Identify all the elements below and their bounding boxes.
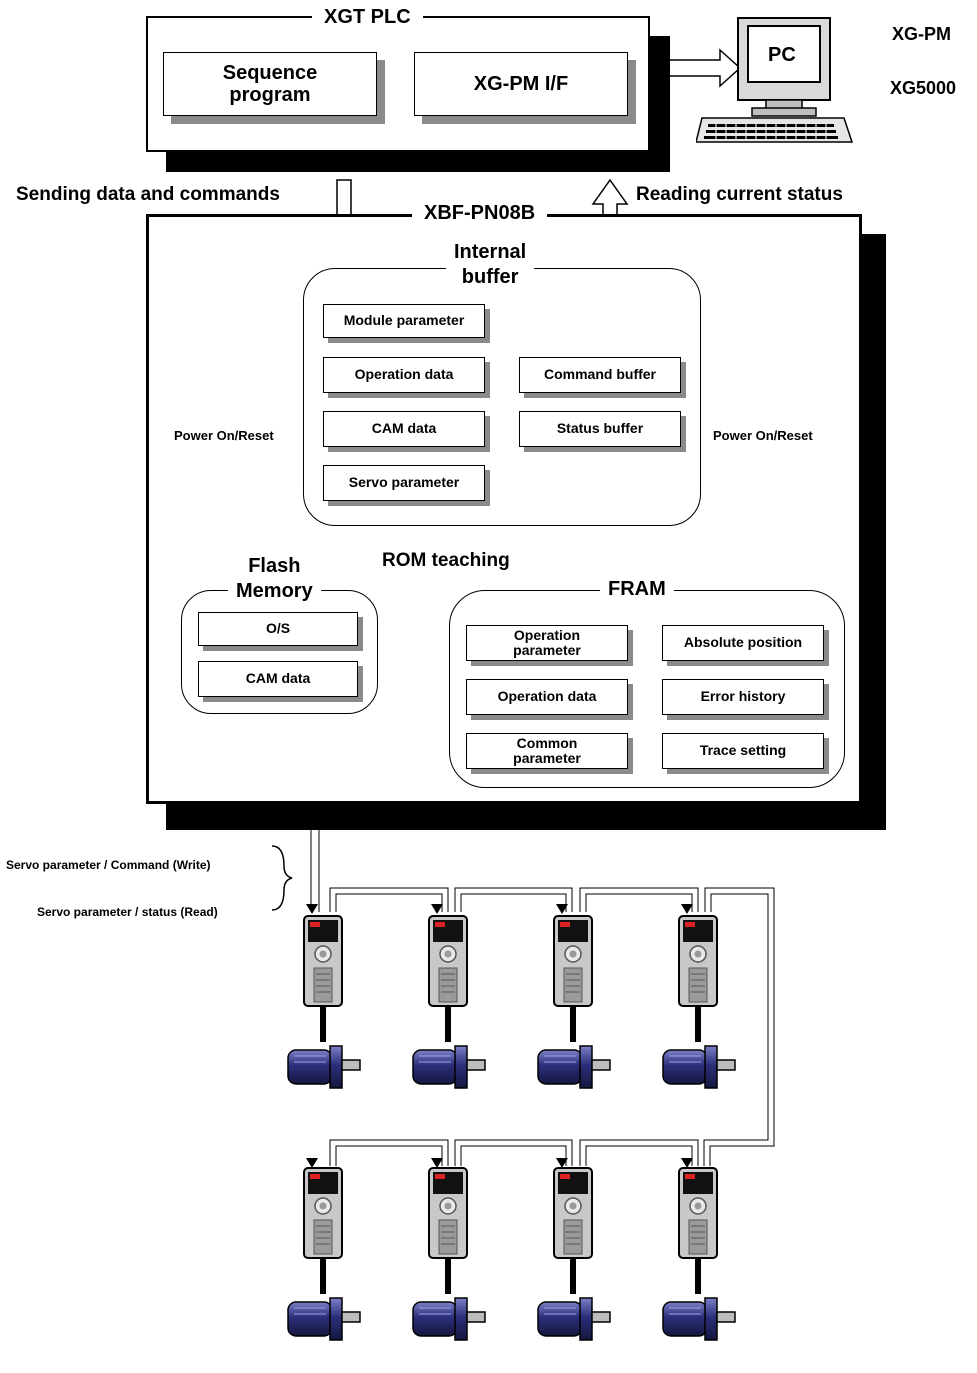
trace-setting-box: Trace setting (662, 733, 824, 769)
flash-cam-data-box: CAM data (198, 661, 358, 697)
xgpm-if-box: XG-PM I/F (414, 52, 628, 116)
drive-motor-cable (570, 1258, 576, 1294)
write-read-brace (271, 845, 293, 911)
servo-motor-icon (286, 1292, 361, 1342)
servo-drive-icon (677, 914, 719, 1008)
servo-motor-icon (536, 1040, 611, 1090)
flash-memory-title: Flash Memory (228, 554, 321, 604)
servo-drive-icon (552, 914, 594, 1008)
pc-icon (695, 14, 856, 154)
drive-motor-cable (320, 1006, 326, 1042)
operation-parameter-box: Operation parameter (466, 625, 628, 661)
sending-label: Sending data and commands (16, 184, 280, 205)
servo-drive-icon (302, 1166, 344, 1260)
reading-label: Reading current status (636, 184, 843, 205)
os-box: O/S (198, 612, 358, 646)
module-title: XBF-PN08B (412, 202, 548, 225)
bottom-row-chain (329, 1139, 699, 1166)
servo-motor-icon (661, 1040, 736, 1090)
servo-drive-icon (302, 914, 344, 1008)
status-buffer-box: Status buffer (519, 411, 681, 447)
drive-motor-cable (695, 1006, 701, 1042)
xg5000-software-label: XG5000 (890, 78, 957, 98)
servo-drive-icon (552, 1166, 594, 1260)
drive-motor-cable (445, 1258, 451, 1294)
servo-motor-icon (661, 1292, 736, 1342)
cam-data-box: CAM data (323, 411, 485, 447)
module-parameter-box: Module parameter (323, 304, 485, 338)
sequence-program-box: Sequence program (163, 52, 377, 116)
power-on-left-label: Power On/Reset (174, 428, 274, 443)
xgpm-software-label: XG-PM (892, 24, 952, 44)
internal-buffer-title: Internal buffer (446, 240, 535, 290)
fram-title: FRAM (600, 577, 674, 602)
servo-motor-icon (536, 1292, 611, 1342)
command-buffer-box: Command buffer (519, 357, 681, 393)
plc-title: XGT PLC (312, 6, 423, 29)
common-parameter-box: Common parameter (466, 733, 628, 769)
drive-motor-cable (695, 1258, 701, 1294)
servo-write-label: Servo parameter / Command (Write) (6, 858, 211, 872)
drive-arrowheads (306, 904, 693, 1168)
drive-motor-cable (320, 1258, 326, 1294)
servo-read-label: Servo parameter / status (Read) (37, 905, 218, 919)
servo-motor-icon (411, 1040, 486, 1090)
servo-motor-icon (411, 1292, 486, 1342)
operation-data-box: Operation data (323, 357, 485, 393)
servo-drive-icon (427, 914, 469, 1008)
pc-label: PC (768, 44, 796, 66)
servo-parameter-box: Servo parameter (323, 465, 485, 501)
error-history-box: Error history (662, 679, 824, 715)
drive-motor-cable (445, 1006, 451, 1042)
fram-operation-data-box: Operation data (466, 679, 628, 715)
servo-drive-icon (427, 1166, 469, 1260)
power-on-right-label: Power On/Reset (713, 428, 813, 443)
absolute-position-box: Absolute position (662, 625, 824, 661)
drive-motor-cable (570, 1006, 576, 1042)
servo-motor-icon (286, 1040, 361, 1090)
rom-teaching-label: ROM teaching (382, 550, 510, 571)
servo-drive-icon (677, 1166, 719, 1260)
top-row-chain (329, 887, 775, 1166)
